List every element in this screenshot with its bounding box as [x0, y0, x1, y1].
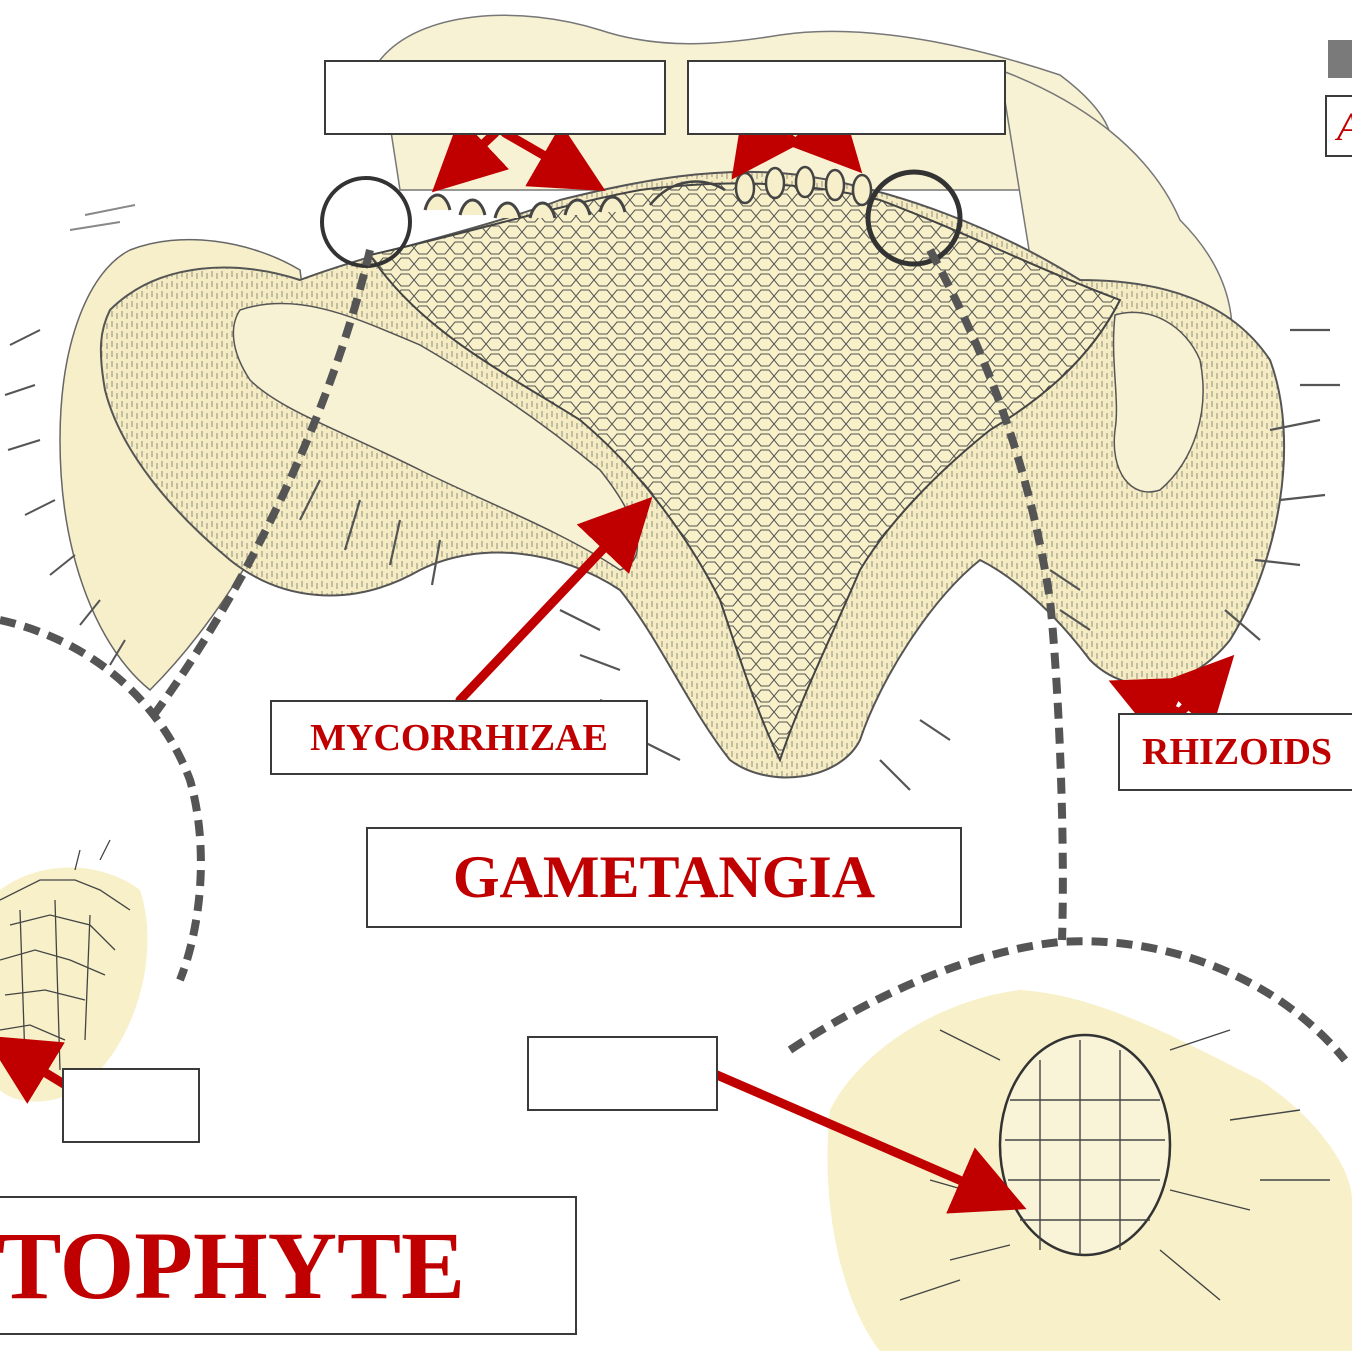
blank-label-box-top-right[interactable]	[687, 60, 1006, 135]
blank-label-box-lower-left[interactable]	[62, 1068, 200, 1143]
corner-label-fragment: A	[1325, 95, 1352, 157]
corner-swatch	[1328, 40, 1352, 78]
label-mycorrhizae: MYCORRHIZAE	[270, 700, 648, 775]
label-rhizoids: RHIZOIDS	[1118, 713, 1352, 791]
lower-right-tissue-detail	[827, 990, 1352, 1351]
arrow-rhizoids-left	[1125, 688, 1180, 713]
blank-label-box-top-left[interactable]	[324, 60, 666, 135]
label-gametangia: GAMETANGIA	[366, 827, 962, 928]
label-gametophyte: TOPHYTE	[0, 1196, 577, 1335]
blank-label-box-lower-middle[interactable]	[527, 1036, 718, 1111]
